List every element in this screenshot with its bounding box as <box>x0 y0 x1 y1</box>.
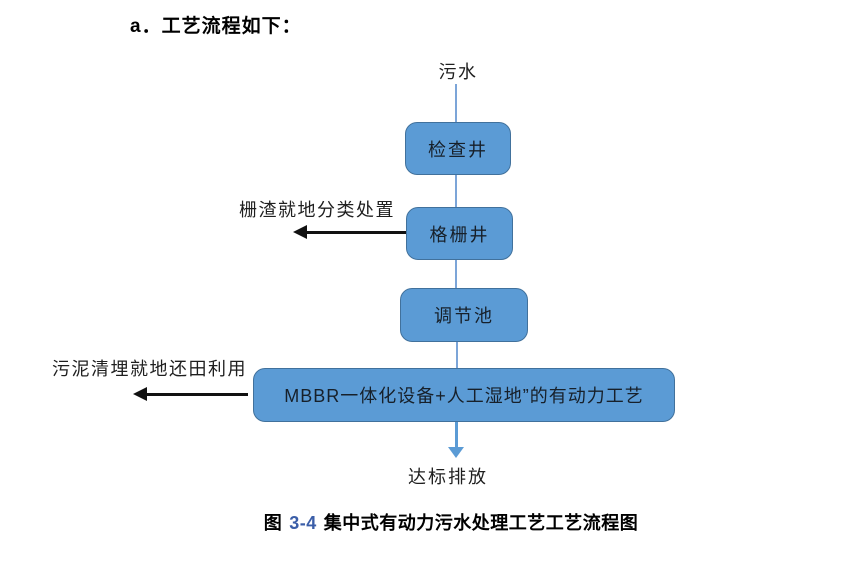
connector-grating-to-regulation <box>455 260 457 288</box>
caption-title: 集中式有动力污水处理工艺工艺流程图 <box>323 513 639 533</box>
flow-node-regulation-tank: 调节池 <box>400 288 528 342</box>
connector-source-to-inspection-well <box>455 84 457 122</box>
figure-caption: 图 3-4 集中式有动力污水处理工艺工艺流程图 <box>251 509 651 535</box>
branch-label-grating-residue: 栅渣就地分类处置 <box>239 200 395 220</box>
arrowhead-down-icon <box>448 447 464 458</box>
flow-source-label: 污水 <box>438 62 478 82</box>
arrowhead-left-icon <box>293 225 307 239</box>
caption-prefix: 图 <box>263 513 283 533</box>
connector-regulation-to-mbbr <box>456 342 458 368</box>
connector-inspection-to-grating <box>455 175 457 207</box>
flow-node-grating-well: 格栅井 <box>406 207 513 260</box>
arrowhead-left-icon <box>133 387 147 401</box>
flow-node-inspection-well: 检查井 <box>405 122 511 175</box>
branch-arrow-shaft-2 <box>146 393 248 396</box>
branch-arrow-shaft-1 <box>306 231 407 234</box>
down-arrow-shaft <box>455 422 458 448</box>
caption-number: 3-4 <box>289 513 317 533</box>
flow-node-mbbr-process: MBBR一体化设备+人工湿地”的有动力工艺 <box>253 368 675 422</box>
branch-label-sludge-reuse: 污泥清埋就地还田利用 <box>52 359 247 379</box>
flow-sink-label: 达标排放 <box>408 467 488 487</box>
section-heading: a．工艺流程如下： <box>130 16 302 37</box>
